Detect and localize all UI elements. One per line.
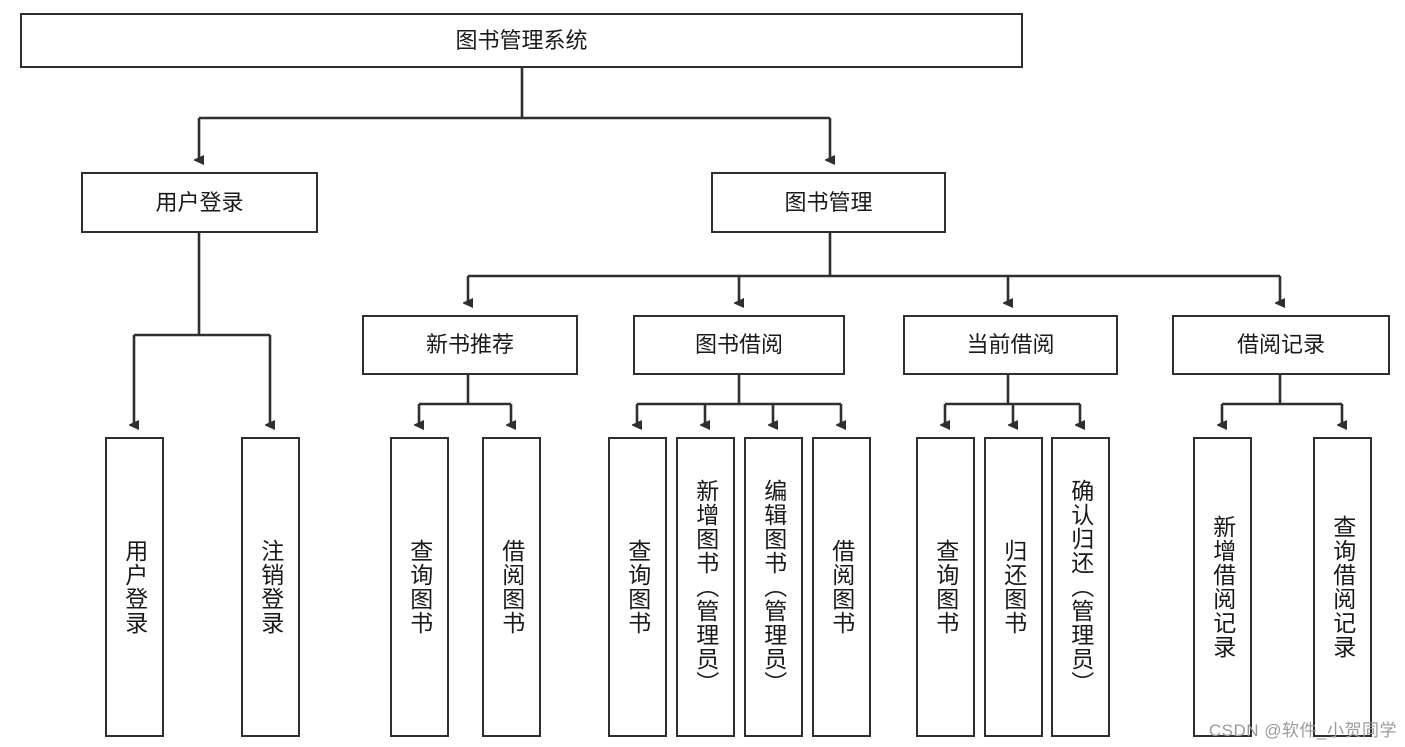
node-leaf-logout[interactable]: 注销登录 — [241, 437, 300, 737]
node-leaf-query-book-current-label: 查询图书 — [932, 539, 959, 635]
node-leaf-user-login[interactable]: 用户登录 — [105, 437, 164, 737]
node-leaf-query-book-new-label: 查询图书 — [406, 539, 433, 635]
node-user-login-label: 用户登录 — [155, 189, 244, 215]
node-new-book-recommend-label: 新书推荐 — [425, 332, 514, 358]
node-leaf-add-borrow-record-label: 新增借阅记录 — [1209, 515, 1236, 659]
node-current-borrow-label: 当前借阅 — [966, 332, 1055, 358]
node-leaf-query-borrow-record[interactable]: 查询借阅记录 — [1313, 437, 1372, 737]
node-leaf-edit-book-admin[interactable]: 编辑图书（管理员） — [744, 437, 803, 737]
node-root-system[interactable]: 图书管理系统 — [20, 13, 1023, 68]
node-new-book-recommend[interactable]: 新书推荐 — [362, 315, 578, 375]
node-borrow-records[interactable]: 借阅记录 — [1172, 315, 1390, 375]
node-leaf-return-book-label: 归还图书 — [1000, 539, 1027, 635]
node-leaf-logout-label: 注销登录 — [257, 539, 284, 635]
node-book-management[interactable]: 图书管理 — [711, 172, 946, 233]
node-leaf-borrow-book-label: 借阅图书 — [828, 539, 855, 635]
node-leaf-user-login-label: 用户登录 — [121, 539, 148, 635]
node-leaf-add-book-admin-label: 新增图书（管理员） — [692, 479, 719, 695]
node-leaf-query-book-borrow-label: 查询图书 — [624, 539, 651, 635]
node-borrow-records-label: 借阅记录 — [1236, 332, 1325, 358]
node-current-borrow[interactable]: 当前借阅 — [903, 315, 1118, 375]
node-leaf-borrow-book[interactable]: 借阅图书 — [812, 437, 871, 737]
node-root-label: 图书管理系统 — [455, 27, 588, 53]
node-leaf-add-book-admin[interactable]: 新增图书（管理员） — [676, 437, 735, 737]
node-leaf-confirm-return-admin[interactable]: 确认归还（管理员） — [1051, 437, 1110, 737]
node-leaf-query-borrow-record-label: 查询借阅记录 — [1329, 515, 1356, 659]
node-leaf-confirm-return-admin-label: 确认归还（管理员） — [1067, 479, 1094, 695]
node-leaf-query-book-new[interactable]: 查询图书 — [390, 437, 449, 737]
node-user-login[interactable]: 用户登录 — [81, 172, 318, 233]
node-leaf-return-book[interactable]: 归还图书 — [984, 437, 1043, 737]
node-leaf-borrow-book-new[interactable]: 借阅图书 — [482, 437, 541, 737]
node-book-management-label: 图书管理 — [784, 189, 873, 215]
node-book-borrow-label: 图书借阅 — [694, 332, 783, 358]
node-leaf-query-book-current[interactable]: 查询图书 — [916, 437, 975, 737]
node-leaf-borrow-book-new-label: 借阅图书 — [498, 539, 525, 635]
node-leaf-edit-book-admin-label: 编辑图书（管理员） — [760, 479, 787, 695]
node-leaf-query-book-borrow[interactable]: 查询图书 — [608, 437, 667, 737]
node-book-borrow[interactable]: 图书借阅 — [633, 315, 845, 375]
node-leaf-add-borrow-record[interactable]: 新增借阅记录 — [1193, 437, 1252, 737]
